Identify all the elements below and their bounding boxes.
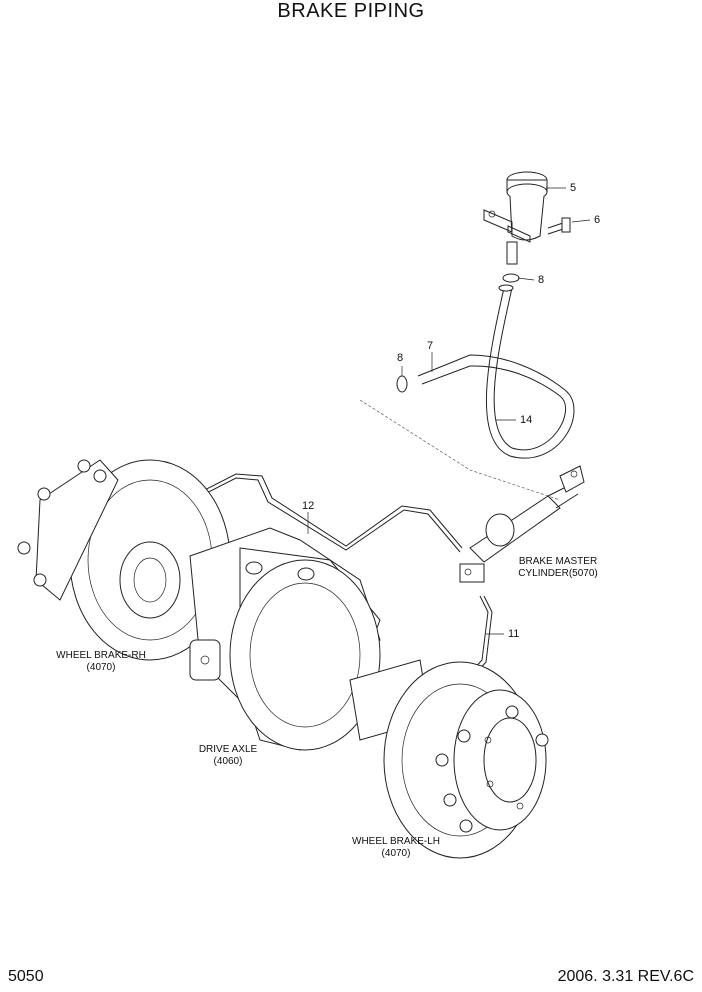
label-drive-axle-line2: (4060) (213, 756, 243, 767)
callout-12: 12 (302, 500, 315, 512)
brake-pipe-12 (133, 473, 463, 549)
wheel-brake-lh (383, 661, 549, 859)
hose-clamp (502, 273, 520, 283)
label-brake-master-line2: CYLINDER(5070) (518, 568, 598, 579)
drive-axle (189, 527, 431, 751)
label-wheel-brake-lh-line1: WHEEL BRAKE-LH (352, 836, 440, 847)
label-wheel-brake-lh-line2: (4070) (381, 848, 411, 859)
label-drive-axle-line1: DRIVE AXLE (198, 744, 258, 755)
page-title: BRAKE PIPING (277, 0, 425, 22)
label-wheel-brake-lh: WHEEL BRAKE-LH (4070) (340, 836, 452, 860)
wheel-brake-rh (17, 459, 231, 661)
label-drive-axle: DRIVE AXLE (4060) (176, 744, 280, 768)
bolt (547, 217, 571, 235)
label-brake-master-cylinder: BRAKE MASTER CYLINDER(5070) (506, 556, 610, 580)
callout-6: 6 (594, 214, 601, 226)
hose (417, 287, 575, 459)
page-number: 5050 (8, 968, 44, 985)
callout-7: 7 (427, 340, 434, 352)
hose-clamp-left (396, 375, 408, 393)
callout-11: 11 (508, 628, 520, 640)
callout-8-top: 8 (538, 274, 545, 286)
leader-lines (307, 187, 591, 635)
callout-8-left: 8 (397, 352, 404, 364)
reservoir-tank (483, 171, 548, 265)
callout-5: 5 (570, 182, 577, 194)
label-wheel-brake-rh-line1: WHEEL BRAKE-RH (56, 650, 146, 661)
brake-master-cylinder (459, 465, 585, 583)
label-wheel-brake-rh: WHEEL BRAKE-RH (4070) (46, 650, 156, 674)
callout-14: 14 (520, 414, 533, 426)
revision-date: 2006. 3.31 REV.6C (557, 968, 694, 985)
label-wheel-brake-rh-line2: (4070) (86, 662, 116, 673)
label-brake-master-line1: BRAKE MASTER (518, 556, 598, 567)
